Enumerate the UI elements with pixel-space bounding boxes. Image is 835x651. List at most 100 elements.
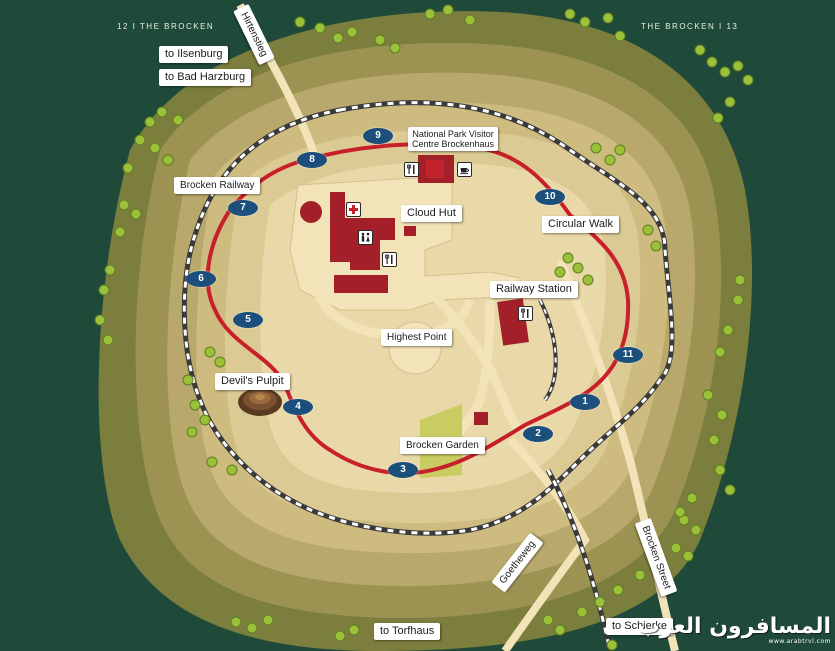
tree-icon xyxy=(724,96,736,108)
tree-icon xyxy=(674,506,686,518)
stop-marker-9[interactable]: 9 xyxy=(363,128,393,144)
watermark-logo: المسافرون العرب www.arabtrvl.com xyxy=(637,614,831,646)
tree-icon xyxy=(614,30,626,42)
toilets-icon xyxy=(358,230,373,245)
tree-icon xyxy=(594,596,606,608)
tree-icon xyxy=(189,399,201,411)
tree-icon xyxy=(612,584,624,596)
tree-icon xyxy=(102,334,114,346)
tree-icon xyxy=(348,624,360,636)
tree-icon xyxy=(582,274,594,286)
tree-icon xyxy=(732,294,744,306)
page-header-left: 12 I THE BROCKEN xyxy=(117,22,215,31)
tree-icon xyxy=(226,464,238,476)
tower xyxy=(300,201,322,223)
tree-icon xyxy=(576,606,588,618)
tree-icon xyxy=(130,208,142,220)
tree-icon xyxy=(719,66,731,78)
tree-icon xyxy=(204,346,216,358)
first-aid-icon xyxy=(346,202,361,217)
stop-marker-10[interactable]: 10 xyxy=(535,189,565,205)
stop-marker-7[interactable]: 7 xyxy=(228,200,258,216)
label-cloud-hut: Cloud Hut xyxy=(401,205,462,222)
tree-icon xyxy=(564,8,576,20)
stop-marker-1[interactable]: 1 xyxy=(570,394,600,410)
restaurant-icon xyxy=(518,306,533,321)
tree-icon xyxy=(724,484,736,496)
tree-icon xyxy=(162,154,174,166)
tree-icon xyxy=(722,324,734,336)
stop-marker-5[interactable]: 5 xyxy=(233,312,263,328)
tree-icon xyxy=(742,74,754,86)
label-to-schierke: to Schierke xyxy=(606,618,674,635)
label-highest-point: Highest Point xyxy=(381,329,453,346)
tree-group xyxy=(94,4,754,651)
label-railway-station: Railway Station xyxy=(490,281,578,298)
label-devils-pulpit: Devil's Pulpit xyxy=(215,373,290,390)
tree-icon xyxy=(554,624,566,636)
tree-icon xyxy=(334,630,346,642)
tree-icon xyxy=(246,622,258,634)
tree-icon xyxy=(712,112,724,124)
tree-icon xyxy=(686,492,698,504)
tree-icon xyxy=(554,266,566,278)
tree-icon xyxy=(424,8,436,20)
tree-icon xyxy=(230,616,242,628)
tree-icon xyxy=(134,134,146,146)
tree-icon xyxy=(708,434,720,446)
tree-icon xyxy=(572,262,584,274)
tree-icon xyxy=(694,44,706,56)
stop-marker-4[interactable]: 4 xyxy=(283,399,313,415)
tree-icon xyxy=(346,26,358,38)
east-hall xyxy=(334,275,388,293)
label-to-bad-harzburg: to Bad Harzburg xyxy=(159,69,252,86)
tree-icon xyxy=(199,414,211,426)
stop-marker-2[interactable]: 2 xyxy=(523,426,553,442)
tree-icon xyxy=(182,374,194,386)
tree-icon xyxy=(702,389,714,401)
label-brocken-railway: Brocken Railway xyxy=(174,177,261,194)
watermark-arabic-text: المسافرون العرب xyxy=(637,614,831,639)
tree-icon xyxy=(542,614,554,626)
tree-icon xyxy=(670,542,682,554)
annex-building xyxy=(404,226,416,236)
tree-icon xyxy=(144,116,156,128)
tree-icon xyxy=(314,22,326,34)
stop-marker-6[interactable]: 6 xyxy=(186,271,216,287)
tree-icon xyxy=(206,456,218,468)
label-visitor-centre: National Park Visitor Centre Brockenhaus xyxy=(408,127,499,151)
tree-icon xyxy=(590,142,602,154)
tree-icon xyxy=(122,162,134,174)
watermark-url: www.arabtrvl.com xyxy=(768,638,831,645)
stop-marker-8[interactable]: 8 xyxy=(297,152,327,168)
stop-marker-3[interactable]: 3 xyxy=(388,462,418,478)
cafe-icon xyxy=(457,162,472,177)
goetheweg-road xyxy=(501,437,590,651)
tree-icon xyxy=(94,314,106,326)
label-brocken-garden: Brocken Garden xyxy=(400,437,485,454)
tree-icon xyxy=(262,614,274,626)
tree-icon xyxy=(706,56,718,68)
tree-icon xyxy=(104,264,116,276)
tree-icon xyxy=(149,142,161,154)
tree-icon xyxy=(734,274,746,286)
tree-icon xyxy=(642,224,654,236)
tree-icon xyxy=(732,60,744,72)
tree-icon xyxy=(682,550,694,562)
page-header-right: THE BROCKEN I 13 xyxy=(641,22,739,31)
restaurant-icon xyxy=(382,252,397,267)
tree-icon xyxy=(186,426,198,438)
tree-icon xyxy=(389,42,401,54)
tree-icon xyxy=(650,240,662,252)
tree-icon xyxy=(606,639,618,651)
tree-icon xyxy=(464,14,476,26)
tree-icon xyxy=(156,106,168,118)
label-to-torfhaus: to Torfhaus xyxy=(374,623,441,640)
stop-marker-11[interactable]: 11 xyxy=(613,347,643,363)
tree-icon xyxy=(172,114,184,126)
tree-icon xyxy=(332,32,344,44)
tree-icon xyxy=(634,569,646,581)
tree-icon xyxy=(442,4,454,16)
